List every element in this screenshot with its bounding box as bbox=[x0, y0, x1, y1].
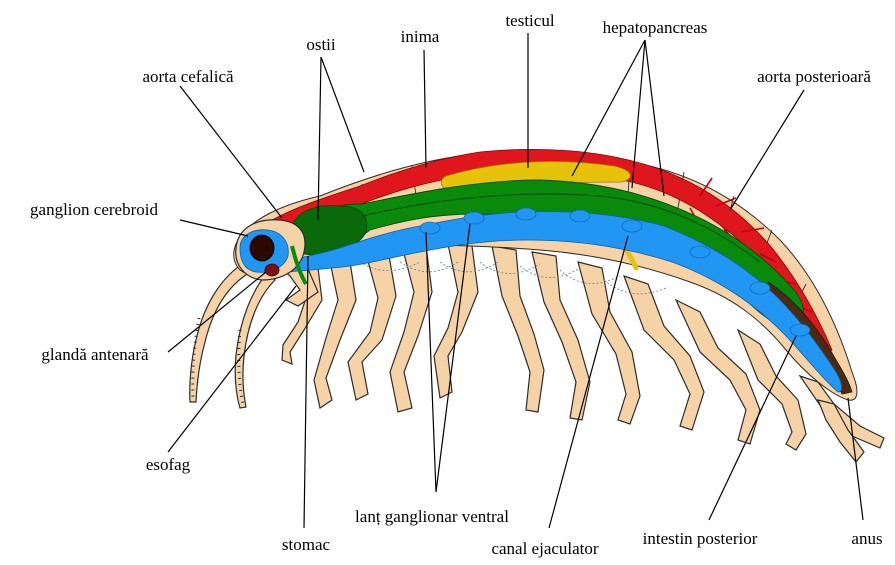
leg-3 bbox=[348, 250, 396, 400]
antennal-gland bbox=[265, 264, 279, 276]
label-canal-ejaculator: canal ejaculator bbox=[491, 539, 598, 558]
leg-5 bbox=[434, 244, 478, 398]
leader-inima bbox=[424, 50, 426, 168]
label-ganglion-cerebroid: ganglion cerebroid bbox=[30, 200, 158, 219]
label-aorta-posterioara: aorta posterioară bbox=[757, 67, 871, 86]
label-stomac: stomac bbox=[282, 535, 331, 554]
label-ostii: ostii bbox=[306, 35, 336, 54]
label-esofag: esofag bbox=[146, 455, 191, 474]
label-testicul: testicul bbox=[505, 11, 554, 30]
label-glanda-antenara: glandă antenară bbox=[41, 345, 149, 364]
leader-anus bbox=[848, 398, 863, 520]
leader-aorta-cefalica bbox=[180, 86, 282, 218]
eye bbox=[250, 235, 274, 261]
label-anus: anus bbox=[851, 529, 882, 548]
leader-esofag bbox=[168, 286, 296, 452]
leader-aorta-posterioara bbox=[730, 90, 804, 210]
label-aorta-cefalica: aorta cefalică bbox=[142, 67, 234, 86]
label-inima: inima bbox=[401, 27, 440, 46]
label-hepatopancreas: hepatopancreas bbox=[603, 18, 708, 37]
label-lant-ganglionar: lanț ganglionar ventral bbox=[355, 507, 509, 526]
leg-4 bbox=[390, 246, 432, 412]
label-intestin-posterior: intestin posterior bbox=[643, 529, 758, 548]
leader-ganglion-cerebroid bbox=[180, 220, 248, 236]
